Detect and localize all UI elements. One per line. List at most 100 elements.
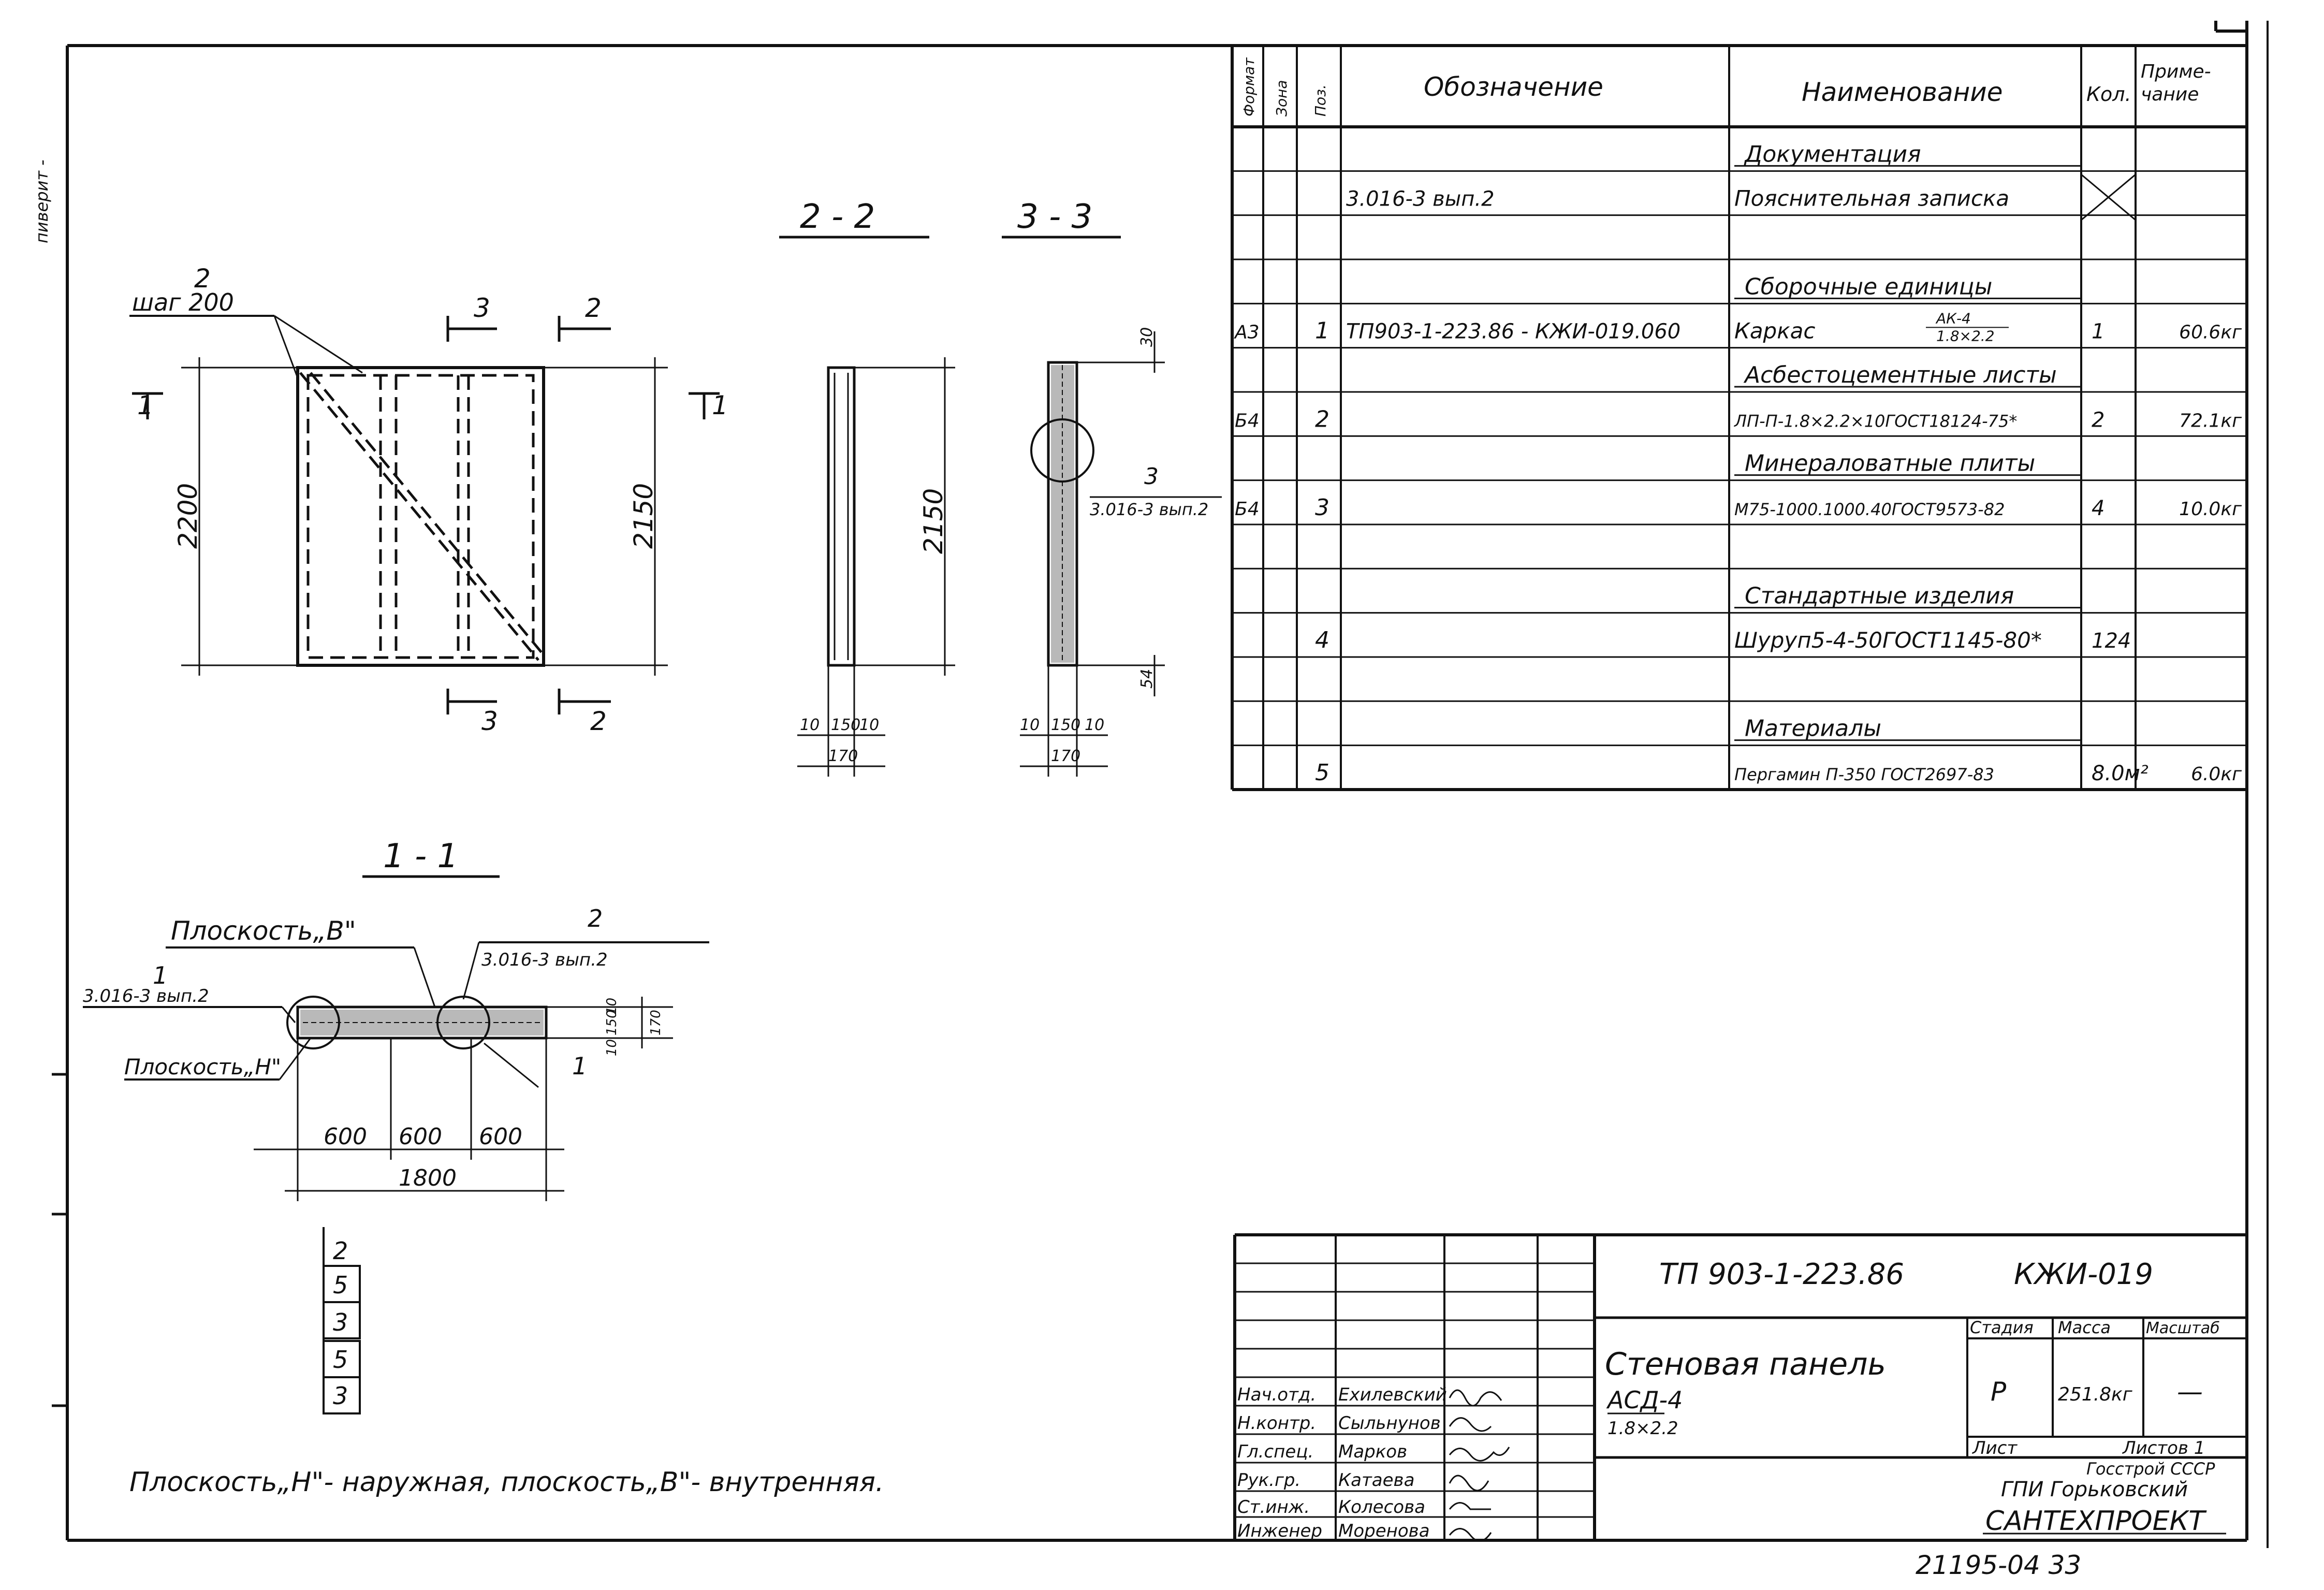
s11-dim-v3: 10 (604, 1039, 620, 1056)
s11-dim-600b: 600 (399, 1124, 442, 1150)
tb-person-name-4: Колесова (1338, 1497, 1425, 1518)
s11-callout1-num: 1 (153, 961, 168, 989)
tb-doc-code: ТП 903-1-223.86 (1659, 1258, 1904, 1291)
archive-number: 21195-04 33 (1916, 1550, 2081, 1580)
stamp-box-3: 5 (333, 1346, 348, 1374)
spec-row-note: 60.6кг (2179, 322, 2242, 343)
spec-row-frac-top: АК-4 (1935, 310, 1971, 327)
tb-mass-header: Масса (2058, 1318, 2111, 1337)
spec-row-note: 72.1кг (2179, 410, 2242, 431)
s22-dim-c: 10 (859, 716, 879, 734)
cut-2-bottom: 2 (590, 706, 607, 736)
s33-dim-b: 150 (1051, 716, 1080, 734)
spec-row-heading: Сборочные единицы (1745, 273, 1992, 300)
tb-scale: — (2177, 1377, 2203, 1407)
spec-row-name: М75-1000.1000.40ГОСТ9573-82 (1734, 500, 2005, 519)
tb-title-line2: АСД-4 (1606, 1386, 1683, 1414)
spec-row-qty: 8.0м² (2092, 762, 2148, 785)
title-block-grid (1233, 1233, 2247, 1540)
stamp-box-1: 5 (333, 1271, 348, 1299)
tb-person-role-4: Ст.инж. (1237, 1497, 1310, 1518)
plan-callout-step: шаг 200 (132, 288, 234, 316)
section-2-2-view (797, 357, 955, 777)
spec-row-pos: 3 (1315, 494, 1329, 521)
spec-row-name: Каркас (1734, 318, 1815, 344)
stamp-boxes (323, 1227, 361, 1414)
spec-row-pos: 1 (1315, 318, 1329, 344)
tb-person-name-5: Моренова (1338, 1521, 1430, 1541)
tb-person-name-1: Сыльнунов (1338, 1413, 1441, 1434)
spec-header-code: Обозначение (1424, 72, 1603, 102)
tb-person-name-0: Ехилевский (1338, 1384, 1447, 1405)
spec-row-heading: Минераловатные плиты (1745, 450, 2035, 477)
tb-sheet-label: Лист (1971, 1438, 2018, 1458)
section-1-1-title: 1 - 1 (383, 837, 458, 876)
spec-row-pos: 4 (1315, 627, 1329, 653)
cut-2-top: 2 (585, 293, 602, 323)
spec-header-format: Формат (1240, 57, 1258, 116)
panel-plan-view (129, 315, 668, 676)
spec-header-name: Наименование (1802, 77, 2003, 107)
spec-row-heading: Материалы (1745, 716, 1881, 742)
s11-dim-600a: 600 (324, 1124, 367, 1150)
spec-row-name: ЛП-П-1.8×2.2×10ГОСТ18124-75* (1734, 411, 2017, 431)
spec-row-name: Пергамин П-350 ГОСТ2697-83 (1734, 765, 1994, 784)
spec-row-qty: 1 (2092, 320, 2104, 344)
s11-dim-1800: 1800 (399, 1165, 457, 1191)
plan-callout-pos: 2 (194, 264, 211, 294)
s22-dim-total: 170 (828, 747, 858, 765)
s33-dim-bottom: 54 (1138, 669, 1156, 689)
s11-dim-600c: 600 (479, 1124, 522, 1150)
plan-dim-height-left: 2200 (173, 483, 203, 549)
s11-callout2-ref: 3.016-3 вып.2 (481, 950, 608, 970)
plan-cut-marks (132, 316, 720, 714)
tb-org-line3: САНТЕХПРОЕКТ (1985, 1506, 2207, 1537)
section-3-3-view (1020, 331, 1222, 777)
tb-stage-header: Стадия (1970, 1318, 2034, 1337)
spec-row-format: Б4 (1235, 499, 1260, 520)
tb-title-line3: 1.8×2.2 (1607, 1418, 1678, 1439)
spec-row-qty: 124 (2092, 629, 2131, 653)
footnote: Плоскость„Н"- наружная, плоскость„В"- вн… (129, 1467, 884, 1498)
spec-row-note: 10.0кг (2179, 499, 2242, 520)
tb-sheet-code: КЖИ-019 (2014, 1258, 2153, 1291)
stamp-box-4: 3 (333, 1382, 348, 1410)
stamp-box-2: 3 (333, 1308, 348, 1336)
plane-h-label: Плоскость„Н" (124, 1054, 281, 1080)
plan-dim-height-right: 2150 (628, 483, 659, 549)
section-1-1-view (83, 941, 709, 1201)
tb-org-line1: Госстрой СССР (2086, 1459, 2215, 1479)
section-2-2-title: 2 - 2 (800, 198, 875, 236)
spec-row-code: ТП903-1-223.86 - КЖИ-019.060 (1346, 320, 1680, 344)
tb-person-role-0: Нач.отд. (1237, 1384, 1316, 1405)
s33-dim-a: 10 (1020, 716, 1040, 734)
tb-sheets-label: Листов 1 (2122, 1438, 2205, 1458)
tb-person-name-2: Марков (1338, 1441, 1407, 1462)
s33-dim-total: 170 (1051, 747, 1080, 765)
spec-row-name: Шуруп5-4-50ГОСТ1145-80* (1734, 628, 2042, 653)
spec-row-pos: 2 (1315, 406, 1329, 432)
cut-1-left: 1 (137, 390, 154, 420)
tb-person-role-1: Н.контр. (1237, 1413, 1316, 1434)
s33-callout-ref: 3.016-3 вып.2 (1090, 500, 1208, 519)
spec-header-qty: Кол. (2086, 83, 2131, 106)
spec-row-heading: Асбестоцементные листы (1743, 362, 2057, 388)
s11-dim-v2: 150 (604, 1010, 620, 1035)
s11-dim-v4: 170 (648, 1010, 664, 1035)
plane-b-label: Плоскость„В" (171, 916, 356, 946)
cut-3-bottom: 3 (481, 706, 498, 736)
tb-person-role-5: Инженер (1237, 1521, 1322, 1541)
spec-row-frac-bottom: 1.8×2.2 (1936, 327, 1995, 344)
s11-label-1: 1 (572, 1052, 587, 1080)
tb-stage: Р (1991, 1377, 2007, 1407)
s33-dim-top: 30 (1138, 327, 1156, 347)
spec-row-name: Пояснительная записка (1734, 186, 2009, 211)
s11-callout1-ref: 3.016-3 вып.2 (83, 986, 209, 1006)
spec-header-note: Приме-чание (2141, 61, 2211, 105)
cut-3-top: 3 (474, 293, 490, 323)
s11-dim-v1: 10 (604, 998, 620, 1015)
spec-row-pos: 5 (1315, 760, 1329, 786)
tb-org-line2: ГПИ Горьковский (2001, 1478, 2188, 1501)
